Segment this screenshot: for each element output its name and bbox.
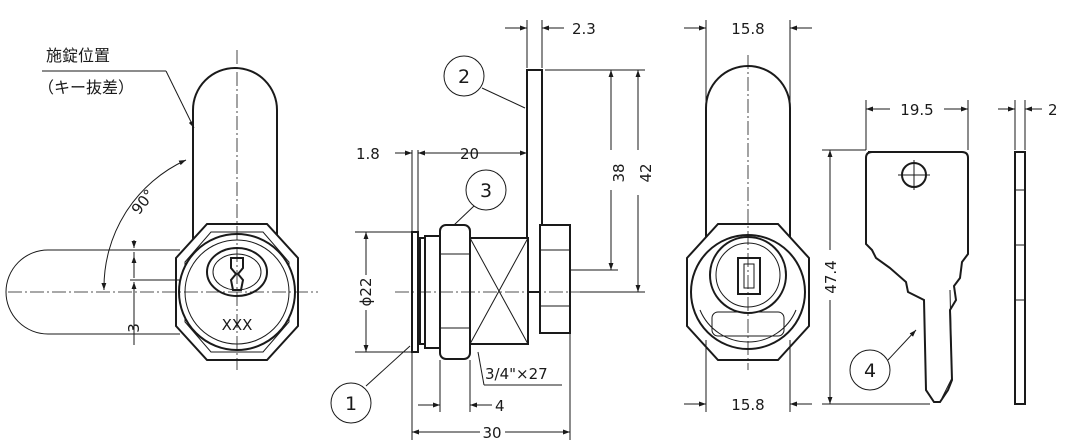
key-view: 19.5 47.4 4 2 xyxy=(822,100,1058,405)
dim-body-length: 20 xyxy=(460,145,479,163)
cam-plate xyxy=(192,67,278,255)
dim-plate-42: 42 xyxy=(637,163,655,182)
dim-key-width: 19.5 xyxy=(900,101,933,119)
rear-slot xyxy=(737,257,761,295)
dim-diameter: ϕ22 xyxy=(357,278,375,307)
dim-front-small: 3 xyxy=(125,323,143,333)
callout-4: 4 xyxy=(849,329,917,391)
dim-nut: 4 xyxy=(495,397,505,415)
ghost-cam-outline xyxy=(5,249,180,335)
dim-key-length: 47.4 xyxy=(822,260,840,293)
key-side-profile xyxy=(1014,151,1026,405)
side-rear-nut xyxy=(539,224,571,334)
front-view-left: XXX 3 90° 施錠位置 （キー抜差） xyxy=(5,46,318,370)
note-lock-position: 施錠位置 xyxy=(46,46,110,65)
note-key-insert: （キー抜差） xyxy=(38,78,134,97)
dim-top-width: 15.8 xyxy=(731,20,764,38)
dim-overall: 30 xyxy=(482,424,501,442)
side-view: 2.3 1.8 20 ϕ22 38 42 3/4"×27 xyxy=(330,20,655,442)
svg-text:2: 2 xyxy=(458,66,470,88)
callout-2: 2 xyxy=(443,55,526,109)
dim-plate-38: 38 xyxy=(610,163,628,182)
angle-label: 90° xyxy=(128,186,159,218)
dim-bottom-width: 15.8 xyxy=(731,396,764,414)
callout-3: 3 xyxy=(453,169,507,226)
svg-text:3: 3 xyxy=(480,180,492,202)
svg-text:1: 1 xyxy=(345,393,357,415)
rotation-arc xyxy=(101,159,187,291)
dim-thread: 3/4"×27 xyxy=(485,365,548,383)
side-flange xyxy=(411,231,419,353)
callout-1: 1 xyxy=(330,345,411,424)
dim-flange: 1.8 xyxy=(356,145,380,163)
dim-plate-thickness: 2.3 xyxy=(572,20,596,38)
rear-view: 15.8 15.8 xyxy=(684,20,812,414)
svg-text:4: 4 xyxy=(864,360,876,382)
key-body xyxy=(865,151,969,403)
dim-key-thickness: 2 xyxy=(1048,101,1058,119)
